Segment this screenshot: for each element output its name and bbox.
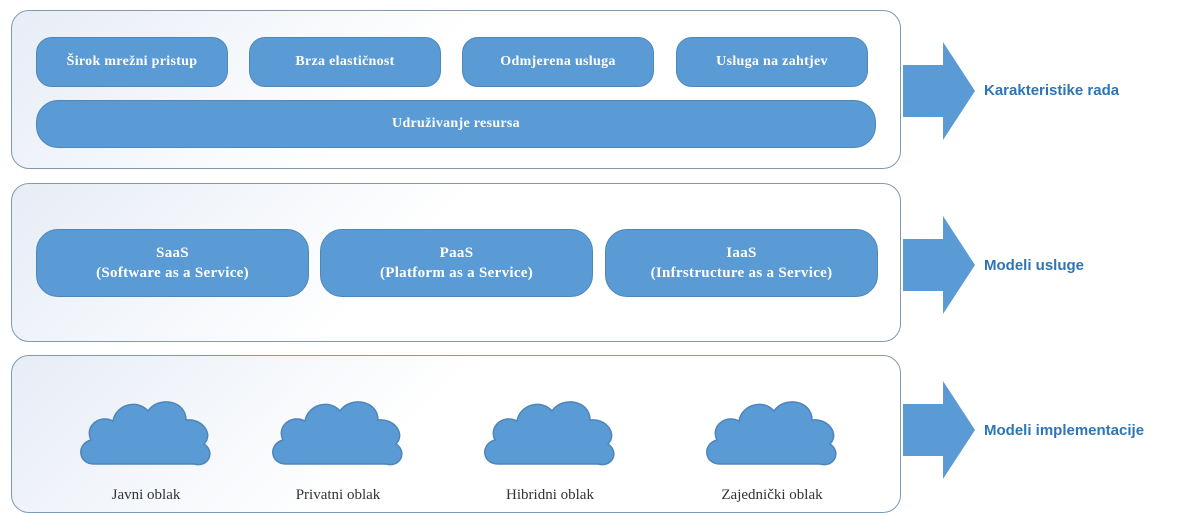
characteristics-panel: Širok mrežni pristup Brza elastičnost Od… [11,10,901,169]
service-models-panel: SaaS (Software as a Service) PaaS (Platf… [11,183,901,342]
service-model-saas: SaaS (Software as a Service) [36,229,309,297]
saas-full: (Software as a Service) [96,265,249,281]
private-cloud-icon [272,401,403,466]
paas-name: PaaS [439,245,474,261]
service-models-label: Modeli usluge [984,257,1085,274]
hybrid-cloud-icon [484,401,615,466]
deployment-models-label: Modeli implementacije [984,422,1145,439]
deployment-models-arrow-icon [903,381,975,479]
public-cloud-label: Javni oblak [111,487,181,503]
saas-name: SaaS [156,245,189,261]
iaas-full: (Infrstructure as a Service) [650,265,833,281]
service-model-iaas: IaaS (Infrstructure as a Service) [605,229,878,297]
characteristic-on-demand-service: Usluga na zahtjev [676,37,868,87]
service-model-paas: PaaS (Platform as a Service) [320,229,593,297]
community-cloud-label: Zajednički oblak [721,487,823,503]
paas-full: (Platform as a Service) [379,265,534,281]
characteristic-rapid-elasticity: Brza elastičnost [249,37,441,87]
characteristics-label: Karakteristike rada [984,82,1120,99]
characteristic-broad-network-access: Širok mrežni pristup [36,37,228,87]
public-cloud-icon [80,401,211,466]
characteristic-measured-service: Odmjerena usluga [462,37,654,87]
community-cloud-icon [706,401,837,466]
private-cloud-label: Privatni oblak [295,487,381,503]
iaas-name: IaaS [726,245,757,261]
characteristics-arrow-icon [903,42,975,140]
deployment-models-panel: Javni oblak Privatni oblak Hibridni obla… [11,355,901,513]
characteristic-resource-pooling: Udruživanje resursa [36,100,876,148]
hybrid-cloud-label: Hibridni oblak [506,487,594,503]
service-models-arrow-icon [903,216,975,314]
